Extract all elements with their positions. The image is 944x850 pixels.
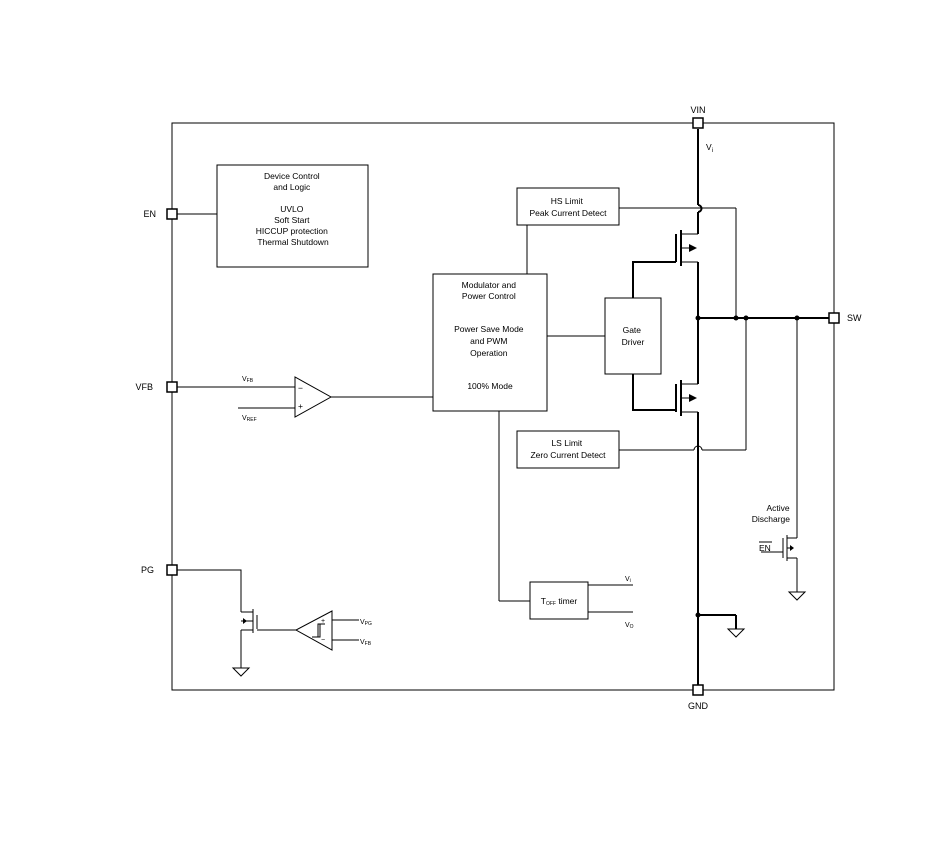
vpg-signal-label: VPG: [360, 619, 372, 627]
power-rail: [697, 129, 703, 685]
toff-timer-text: TOFF timer: [541, 596, 578, 607]
error-comparator: − +: [294, 376, 333, 418]
en-pin: [166, 208, 178, 220]
en-pin-label: EN: [143, 209, 156, 219]
modulator-text: Modulator and Power Control Power Save M…: [454, 280, 526, 391]
gnd-pin: [692, 684, 704, 696]
pg-ground-symbol: [231, 667, 251, 677]
timer-vi-label: Vi: [625, 576, 631, 584]
ground-symbol: [726, 628, 746, 638]
pg-pin-label: PG: [141, 565, 154, 575]
hs-limit-text: HS Limit Peak Current Detect: [529, 196, 607, 218]
gnd-pin-label: GND: [688, 701, 709, 711]
sw-pin-label: SW: [847, 313, 862, 323]
timer-vo-label: VO: [625, 622, 634, 630]
vfb-pin-label: VFB: [135, 382, 153, 392]
vfb-pin: [166, 381, 178, 393]
discharge-en-label: EN: [759, 543, 771, 553]
hs-mosfet: [675, 230, 698, 266]
pg-comparator: + −: [294, 610, 333, 651]
vref-signal-label: VREF: [242, 415, 257, 423]
vin-pin-label: VIN: [690, 105, 705, 115]
active-discharge-label: Active Discharge: [752, 503, 792, 524]
pg-mosfet: [241, 609, 296, 633]
gate-driver-text: Gate Driver: [622, 325, 645, 347]
svg-text:+: +: [298, 401, 303, 411]
toff-timer-block: [529, 581, 589, 620]
svg-text:+: +: [321, 618, 325, 625]
discharge-ground-symbol: [787, 591, 807, 601]
discharge-mosfet: [761, 535, 797, 561]
svg-text:−: −: [321, 637, 325, 644]
vin-pin: [692, 117, 704, 129]
sw-pin: [828, 312, 840, 324]
gate-driver-block: [604, 297, 662, 375]
vi-node-label: Vi: [706, 142, 713, 154]
svg-text:−: −: [298, 383, 303, 393]
ls-limit-block: [516, 430, 620, 469]
pg-vfb-signal-label: VFB: [360, 639, 372, 647]
ls-mosfet: [675, 380, 698, 416]
ic-outline: [171, 122, 835, 691]
pg-pin: [166, 564, 178, 576]
device-control-block: [216, 164, 369, 268]
modulator-block: [432, 273, 548, 412]
vfb-signal-label: VFB: [242, 376, 254, 384]
device-control-text: Device Control and Logic UVLO Soft Start…: [256, 171, 331, 247]
ls-limit-text: LS Limit Zero Current Detect: [530, 438, 606, 460]
hs-limit-block: [516, 187, 620, 226]
